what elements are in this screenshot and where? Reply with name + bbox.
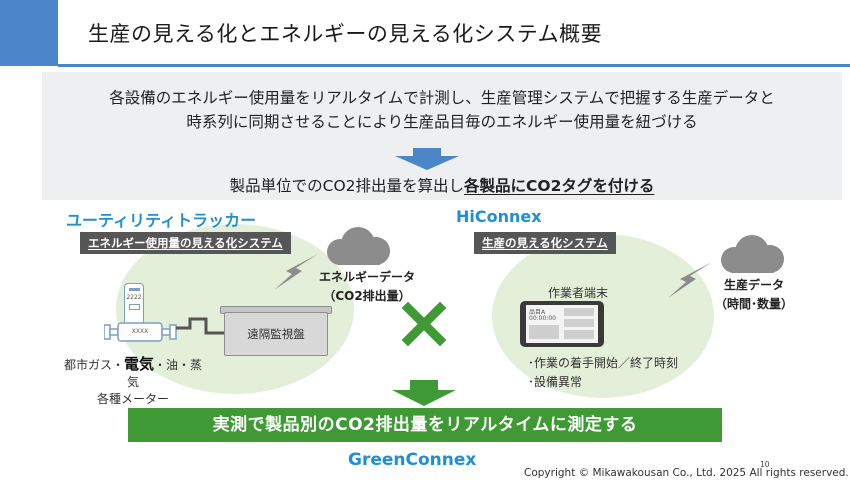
header-divider bbox=[58, 64, 850, 67]
lightning-icon bbox=[274, 254, 318, 290]
page-title: 生産の見える化とエネルギーの見える化システム概要 bbox=[88, 22, 603, 46]
header-accent-block bbox=[0, 0, 58, 66]
remote-monitor-panel: 遠隔監視盤 bbox=[224, 312, 328, 356]
meter-caption-electricity: 電気 bbox=[123, 355, 154, 373]
production-data-label: 生産データ （時間･数量） bbox=[704, 276, 804, 314]
lightning-icon bbox=[668, 262, 712, 298]
tablet-block bbox=[529, 325, 559, 339]
arrow-down-icon bbox=[392, 380, 456, 406]
energy-system-badge: エネルギー使用量の見える化システム bbox=[80, 232, 291, 254]
copyright-text: Copyright © Mikawakousan Co., Ltd. 2025 … bbox=[524, 467, 849, 479]
worker-terminal-label: 作業者端末 bbox=[548, 286, 609, 300]
production-system-badge: 生産の見える化システム bbox=[474, 232, 616, 254]
meter-caption-pre: 都市ガス・ bbox=[63, 358, 124, 372]
energy-data-label-2: （CO2排出量） bbox=[323, 289, 411, 303]
utility-tracker-title: ユーティリティトラッカー bbox=[66, 211, 257, 230]
conclusion-banner: 実測で製品別のCO2排出量をリアルタイムに測定する bbox=[128, 408, 722, 442]
energy-data-label-1: エネルギーデータ bbox=[318, 270, 415, 284]
summary-panel bbox=[42, 72, 842, 200]
tablet-block bbox=[564, 330, 594, 339]
flow-meter-icon bbox=[104, 322, 177, 342]
energy-data-label: エネルギーデータ （CO2排出量） bbox=[312, 268, 422, 306]
production-data-label-1: 生産データ bbox=[723, 278, 784, 292]
tablet-text-2: 00:00:00 bbox=[529, 315, 556, 322]
result-statement: 製品単位でのCO2排出量を算出し各製品にCO2タグを付ける bbox=[42, 174, 842, 196]
cloud-icon bbox=[721, 235, 784, 273]
meter-caption-line-2: 各種メーター bbox=[96, 392, 169, 406]
tablet-text-1: 品目A bbox=[529, 309, 546, 316]
meter-caption: 都市ガス・電気・油・蒸気 各種メーター bbox=[58, 356, 208, 408]
connection-line-icon bbox=[176, 317, 228, 335]
meter-display-2: XXXX bbox=[131, 328, 149, 335]
production-bullets: ･作業の着手開始／終了時刻 ･設備異常 bbox=[528, 354, 678, 392]
cloud-icon bbox=[327, 227, 390, 265]
meter-caption-post: ・油・蒸気 bbox=[126, 358, 203, 389]
summary-line-1: 各設備のエネルギー使用量をリアルタイムで計測し、生産管理システムで把握する生産デ… bbox=[109, 89, 775, 107]
meter-icon: 2222 bbox=[124, 283, 144, 325]
result-emphasis: 各製品にCO2タグを付ける bbox=[464, 177, 655, 195]
brand-name: GreenConnex bbox=[348, 450, 477, 470]
meter-display-1: 2222 bbox=[126, 294, 142, 301]
summary-line-2: 時系列に同期させることにより生産品目毎のエネルギー使用量を紐づける bbox=[186, 113, 698, 131]
cross-icon bbox=[402, 302, 446, 346]
production-data-label-2: （時間･数量） bbox=[714, 297, 793, 311]
bullet-item: ･設備異常 bbox=[528, 375, 583, 389]
result-text: 製品単位でのCO2排出量を算出し bbox=[229, 177, 465, 195]
bullet-item: ･作業の着手開始／終了時刻 bbox=[528, 356, 679, 370]
summary-text: 各設備のエネルギー使用量をリアルタイムで計測し、生産管理システムで把握する生産デ… bbox=[42, 86, 842, 134]
tablet-block bbox=[564, 308, 594, 316]
page-number: 10 bbox=[760, 460, 770, 469]
hiconnex-title: HiConnex bbox=[456, 207, 542, 226]
tablet-block bbox=[564, 319, 594, 327]
arrow-down-icon bbox=[395, 148, 459, 170]
